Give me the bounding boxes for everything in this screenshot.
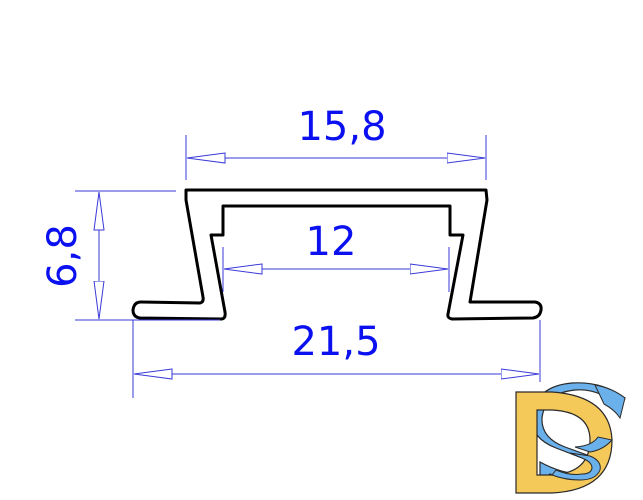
dimension-label-top: 15,8 [297,104,386,150]
profile-outline [131,188,543,321]
ds-logo [515,382,626,494]
dimension-label-inner: 12 [306,219,357,265]
dimension-label-bottom: 21,5 [291,319,380,365]
dimension-bottom-width: 21,5 [132,319,541,398]
dimension-label-height: 6,8 [40,224,86,288]
dimension-inner-width: 12 [222,219,450,292]
dimension-height: 6,8 [40,190,220,321]
dimension-top-width: 15,8 [185,104,487,180]
